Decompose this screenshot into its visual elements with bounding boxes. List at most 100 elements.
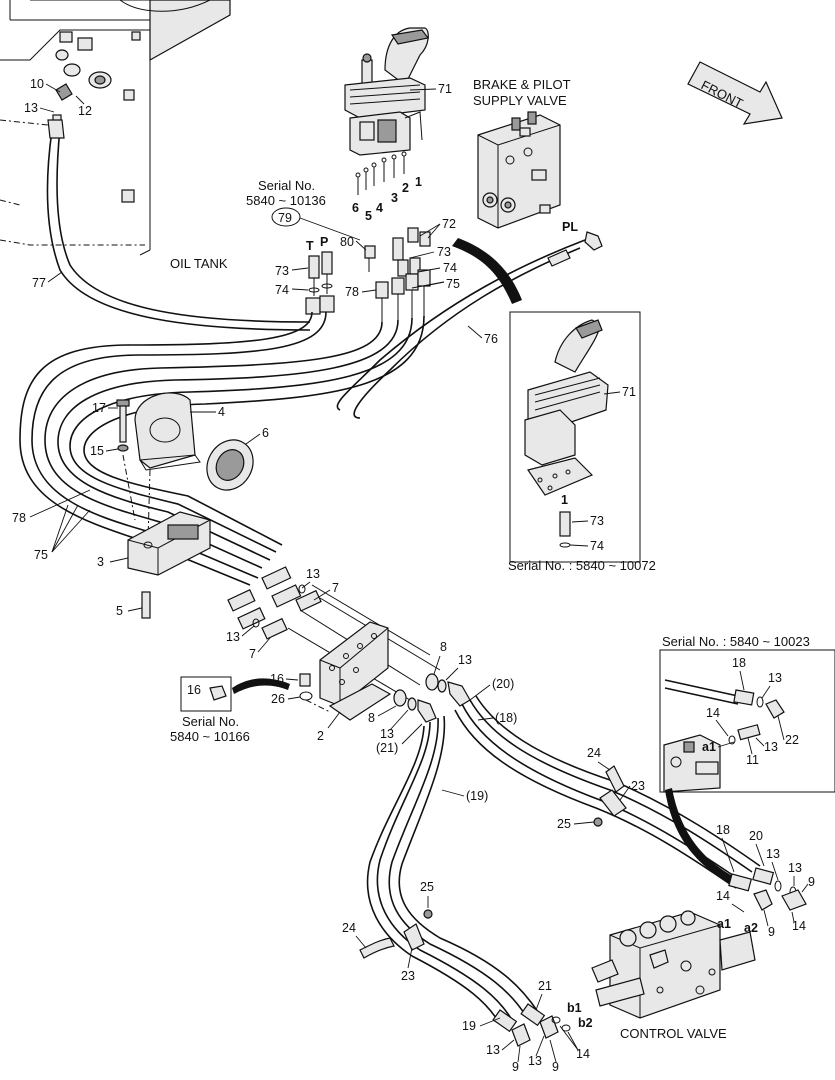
hose-clamp-upper — [593, 765, 627, 827]
control-valve-caption: CONTROL VALVE — [620, 1026, 727, 1041]
part-label-8-b: 8 — [368, 711, 375, 725]
bracket-fittings — [393, 673, 471, 723]
part-label-19-paren: (19) — [466, 789, 488, 803]
part-label-7-a: 7 — [332, 581, 339, 595]
part-label-9-c: 9 — [512, 1060, 519, 1074]
grommet-seal — [206, 439, 254, 491]
inset-joystick — [524, 319, 609, 548]
part-label-25-b: 25 — [420, 880, 434, 894]
part-label-12: 12 — [78, 104, 92, 118]
part-label-10: 10 — [30, 77, 44, 91]
control-valve — [591, 910, 756, 1019]
part-label-13-g: 13 — [788, 861, 802, 875]
pilot-joystick — [344, 27, 430, 156]
part-label-73-inset: 73 — [590, 514, 604, 528]
part-label-23-a: 23 — [631, 779, 645, 793]
part-label-13-f: 13 — [766, 847, 780, 861]
part-label-25-a: 25 — [557, 817, 571, 831]
part-label-75-b: 75 — [34, 548, 48, 562]
part-label-77: 77 — [32, 276, 46, 290]
part-label-13-h: 13 — [486, 1043, 500, 1057]
part-label-16-b: 16 — [187, 683, 201, 697]
port-1: 1 — [415, 175, 422, 189]
part-label-18-inset: 18 — [732, 656, 746, 670]
port-T: T — [306, 239, 314, 253]
part-label-4: 4 — [218, 405, 225, 419]
port-4: 4 — [376, 201, 383, 215]
port-PL: PL — [562, 220, 578, 234]
part-label-18-b: 18 — [716, 823, 730, 837]
part-label-73-a: 73 — [437, 245, 451, 259]
hose-clamp-block — [127, 511, 211, 576]
part-label-80: 80 — [340, 235, 354, 249]
port-a1: a1 — [717, 917, 731, 931]
oil-tank — [0, 0, 231, 256]
part-label-75-a: 75 — [446, 277, 460, 291]
valve-bracket-plate — [319, 621, 392, 721]
port-2: 2 — [402, 181, 409, 195]
port-b2: b2 — [578, 1016, 593, 1030]
port-5: 5 — [365, 209, 372, 223]
part-label-78-b: 78 — [12, 511, 26, 525]
part-label-13-e: 13 — [380, 727, 394, 741]
part-label-17: 17 — [92, 401, 106, 415]
part-label-13-inset-a: 13 — [768, 671, 782, 685]
part-label-9-b: 9 — [768, 925, 775, 939]
joystick-fittings — [305, 227, 431, 322]
brake-pilot-supply-valve — [477, 111, 561, 229]
part-label-73-left: 73 — [275, 264, 289, 278]
part-label-21-paren: (21) — [376, 741, 398, 755]
part-label-11: 11 — [746, 753, 759, 767]
control-valve-bottom-fittings — [492, 1003, 571, 1047]
port-P: P — [320, 235, 328, 249]
hose-clamp-lower — [359, 909, 433, 959]
part-label-74-a: 74 — [443, 261, 457, 275]
part-label-13-c: 13 — [226, 630, 240, 644]
part-label-14-c: 14 — [576, 1047, 590, 1061]
serial-top-1: Serial No. — [258, 178, 315, 193]
part-label-5: 5 — [116, 604, 123, 618]
part-label-14-a: 14 — [716, 889, 730, 903]
bolt-16 — [299, 673, 311, 687]
part-label-13-i: 13 — [528, 1054, 542, 1068]
part-label-3: 3 — [97, 555, 104, 569]
part-label-22: 22 — [785, 733, 799, 747]
part-label-20-paren: (20) — [492, 677, 514, 691]
part-label-23-b: 23 — [401, 969, 415, 983]
serial-left-1: Serial No. — [182, 714, 239, 729]
part-label-7-b: 7 — [249, 647, 256, 661]
part-label-14-inset: 14 — [706, 706, 720, 720]
part-label-74-inset: 74 — [590, 539, 604, 553]
part-label-24-a: 24 — [587, 746, 601, 760]
part-label-71: 71 — [438, 82, 452, 96]
pin — [141, 591, 151, 619]
part-label-78-a: 78 — [345, 285, 359, 299]
control-valve-right-fittings — [728, 867, 807, 911]
port-a1-inset: a1 — [702, 740, 716, 754]
inset-valve-detail — [663, 679, 785, 793]
part-label-19-b: 19 — [462, 1019, 476, 1033]
hose-bracket — [134, 392, 201, 471]
brake-pilot-caption-1: BRAKE & PILOT — [473, 77, 571, 92]
part-label-71-inset: 71 — [622, 385, 636, 399]
part-label-8-a: 8 — [440, 640, 447, 654]
part-label-74-left: 74 — [275, 283, 289, 297]
part-label-6: 6 — [262, 426, 269, 440]
serial-left-2: 5840 ~ 10166 — [170, 729, 250, 744]
part-label-13-tank: 13 — [24, 101, 38, 115]
hoses-19-21 — [366, 715, 539, 1025]
serial-top-2: 5840 ~ 10136 — [246, 193, 326, 208]
oil-tank-caption: OIL TANK — [170, 256, 228, 271]
part-label-26: 26 — [271, 692, 285, 706]
port-a2: a2 — [744, 921, 758, 935]
serial-inset-valve: Serial No. : 5840 ~ 10023 — [662, 634, 810, 649]
part-label-18-paren: (18) — [495, 711, 517, 725]
part-label-21-b: 21 — [538, 979, 552, 993]
part-label-15: 15 — [90, 444, 104, 458]
part-label-9-d: 9 — [552, 1060, 559, 1074]
brake-pilot-caption-2: SUPPLY VALVE — [473, 93, 567, 108]
part-label-14-b: 14 — [792, 919, 806, 933]
port-6: 6 — [352, 201, 359, 215]
serial-inset-joystick: Serial No. : 5840 ~ 10072 — [508, 558, 656, 573]
part-label-9-a: 9 — [808, 875, 815, 889]
